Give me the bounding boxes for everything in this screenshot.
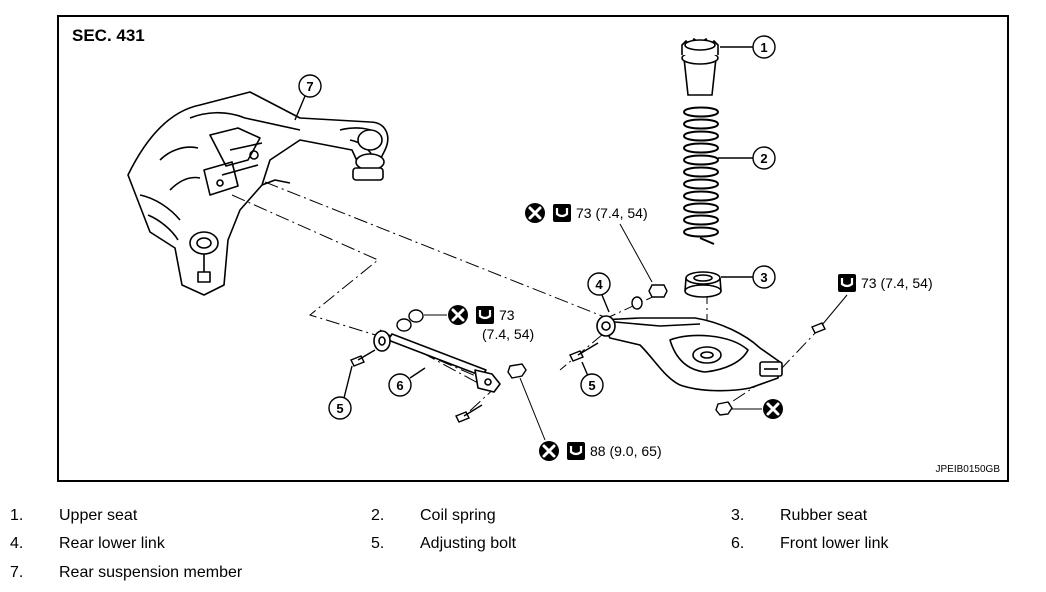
replace-icon xyxy=(761,397,785,421)
legend-number: 4. xyxy=(10,535,24,552)
legend-number: 6. xyxy=(731,535,745,552)
callout-7 xyxy=(298,74,322,98)
exploded-view-diagram: SEC. 431 JPEIB0150GB xyxy=(57,15,1009,482)
torque-wrench-icon xyxy=(565,440,587,462)
legend-label: Adjusting bolt xyxy=(420,535,517,552)
callout-7-number: 7 xyxy=(306,79,313,94)
torque-label-line-2: (7.4, 54) xyxy=(482,326,534,342)
upper-seat xyxy=(681,37,719,96)
rear-lower-link xyxy=(596,315,783,392)
torque-right: 73 (7.4, 54) xyxy=(821,272,933,326)
callout-5-left xyxy=(328,396,352,420)
diagram-frame xyxy=(57,15,1009,482)
replace-icon xyxy=(446,303,470,327)
replace-marker-bottom-right xyxy=(732,397,785,421)
legend-label: Rear suspension member xyxy=(59,564,243,581)
callout-4-number: 4 xyxy=(595,277,603,292)
callout-6-number: 6 xyxy=(396,378,403,393)
torque-label: 73 (7.4, 54) xyxy=(576,205,648,221)
legend-label: Rubber seat xyxy=(780,507,868,524)
coil-spring xyxy=(683,106,720,245)
torque-bottom: 88 (9.0, 65) xyxy=(519,377,662,463)
callout-5-left-number: 5 xyxy=(336,401,343,416)
rear-suspension-member xyxy=(127,91,389,296)
callout-3 xyxy=(752,265,776,289)
fasteners xyxy=(350,284,826,423)
torque-wrench-icon xyxy=(836,272,858,294)
callout-6 xyxy=(388,373,412,397)
rubber-seat xyxy=(684,271,722,298)
callout-2 xyxy=(752,146,776,170)
callout-5-right xyxy=(580,373,604,397)
torque-top-center: 73 (7.4, 54) xyxy=(523,201,653,283)
legend-label: Upper seat xyxy=(59,507,138,524)
legend-label: Front lower link xyxy=(780,535,889,552)
image-code: JPEIB0150GB xyxy=(936,464,1001,475)
legend-number: 7. xyxy=(10,564,24,581)
callout-2-number: 2 xyxy=(760,151,767,166)
callout-numbers: 1 2 3 4 5 5 6 7 xyxy=(306,40,767,416)
legend-number: 5. xyxy=(371,535,385,552)
torque-label-line-1: 73 xyxy=(499,307,515,323)
replace-icon xyxy=(523,201,547,225)
legend-label: Rear lower link xyxy=(59,535,165,552)
callouts xyxy=(294,35,776,420)
legend-number: 1. xyxy=(10,507,24,524)
torque-middle: 73 (7.4, 54) xyxy=(424,303,534,342)
legend-number: 3. xyxy=(731,507,745,524)
legend-label: Coil spring xyxy=(420,507,496,524)
callout-3-number: 3 xyxy=(760,270,767,285)
torque-wrench-icon xyxy=(551,202,573,224)
parts-legend: 1. Upper seat 2. Coil spring 3. Rubber s… xyxy=(0,505,1046,592)
callout-1-number: 1 xyxy=(760,40,767,55)
callout-5-right-number: 5 xyxy=(588,378,595,393)
section-label: SEC. 431 xyxy=(72,26,145,45)
torque-wrench-icon xyxy=(474,304,496,326)
replace-icon xyxy=(537,439,561,463)
callout-1 xyxy=(752,35,776,59)
legend-number: 2. xyxy=(371,507,385,524)
callout-4 xyxy=(587,272,611,296)
torque-label: 88 (9.0, 65) xyxy=(590,443,662,459)
torque-label: 73 (7.4, 54) xyxy=(861,275,933,291)
front-lower-link xyxy=(373,330,501,393)
